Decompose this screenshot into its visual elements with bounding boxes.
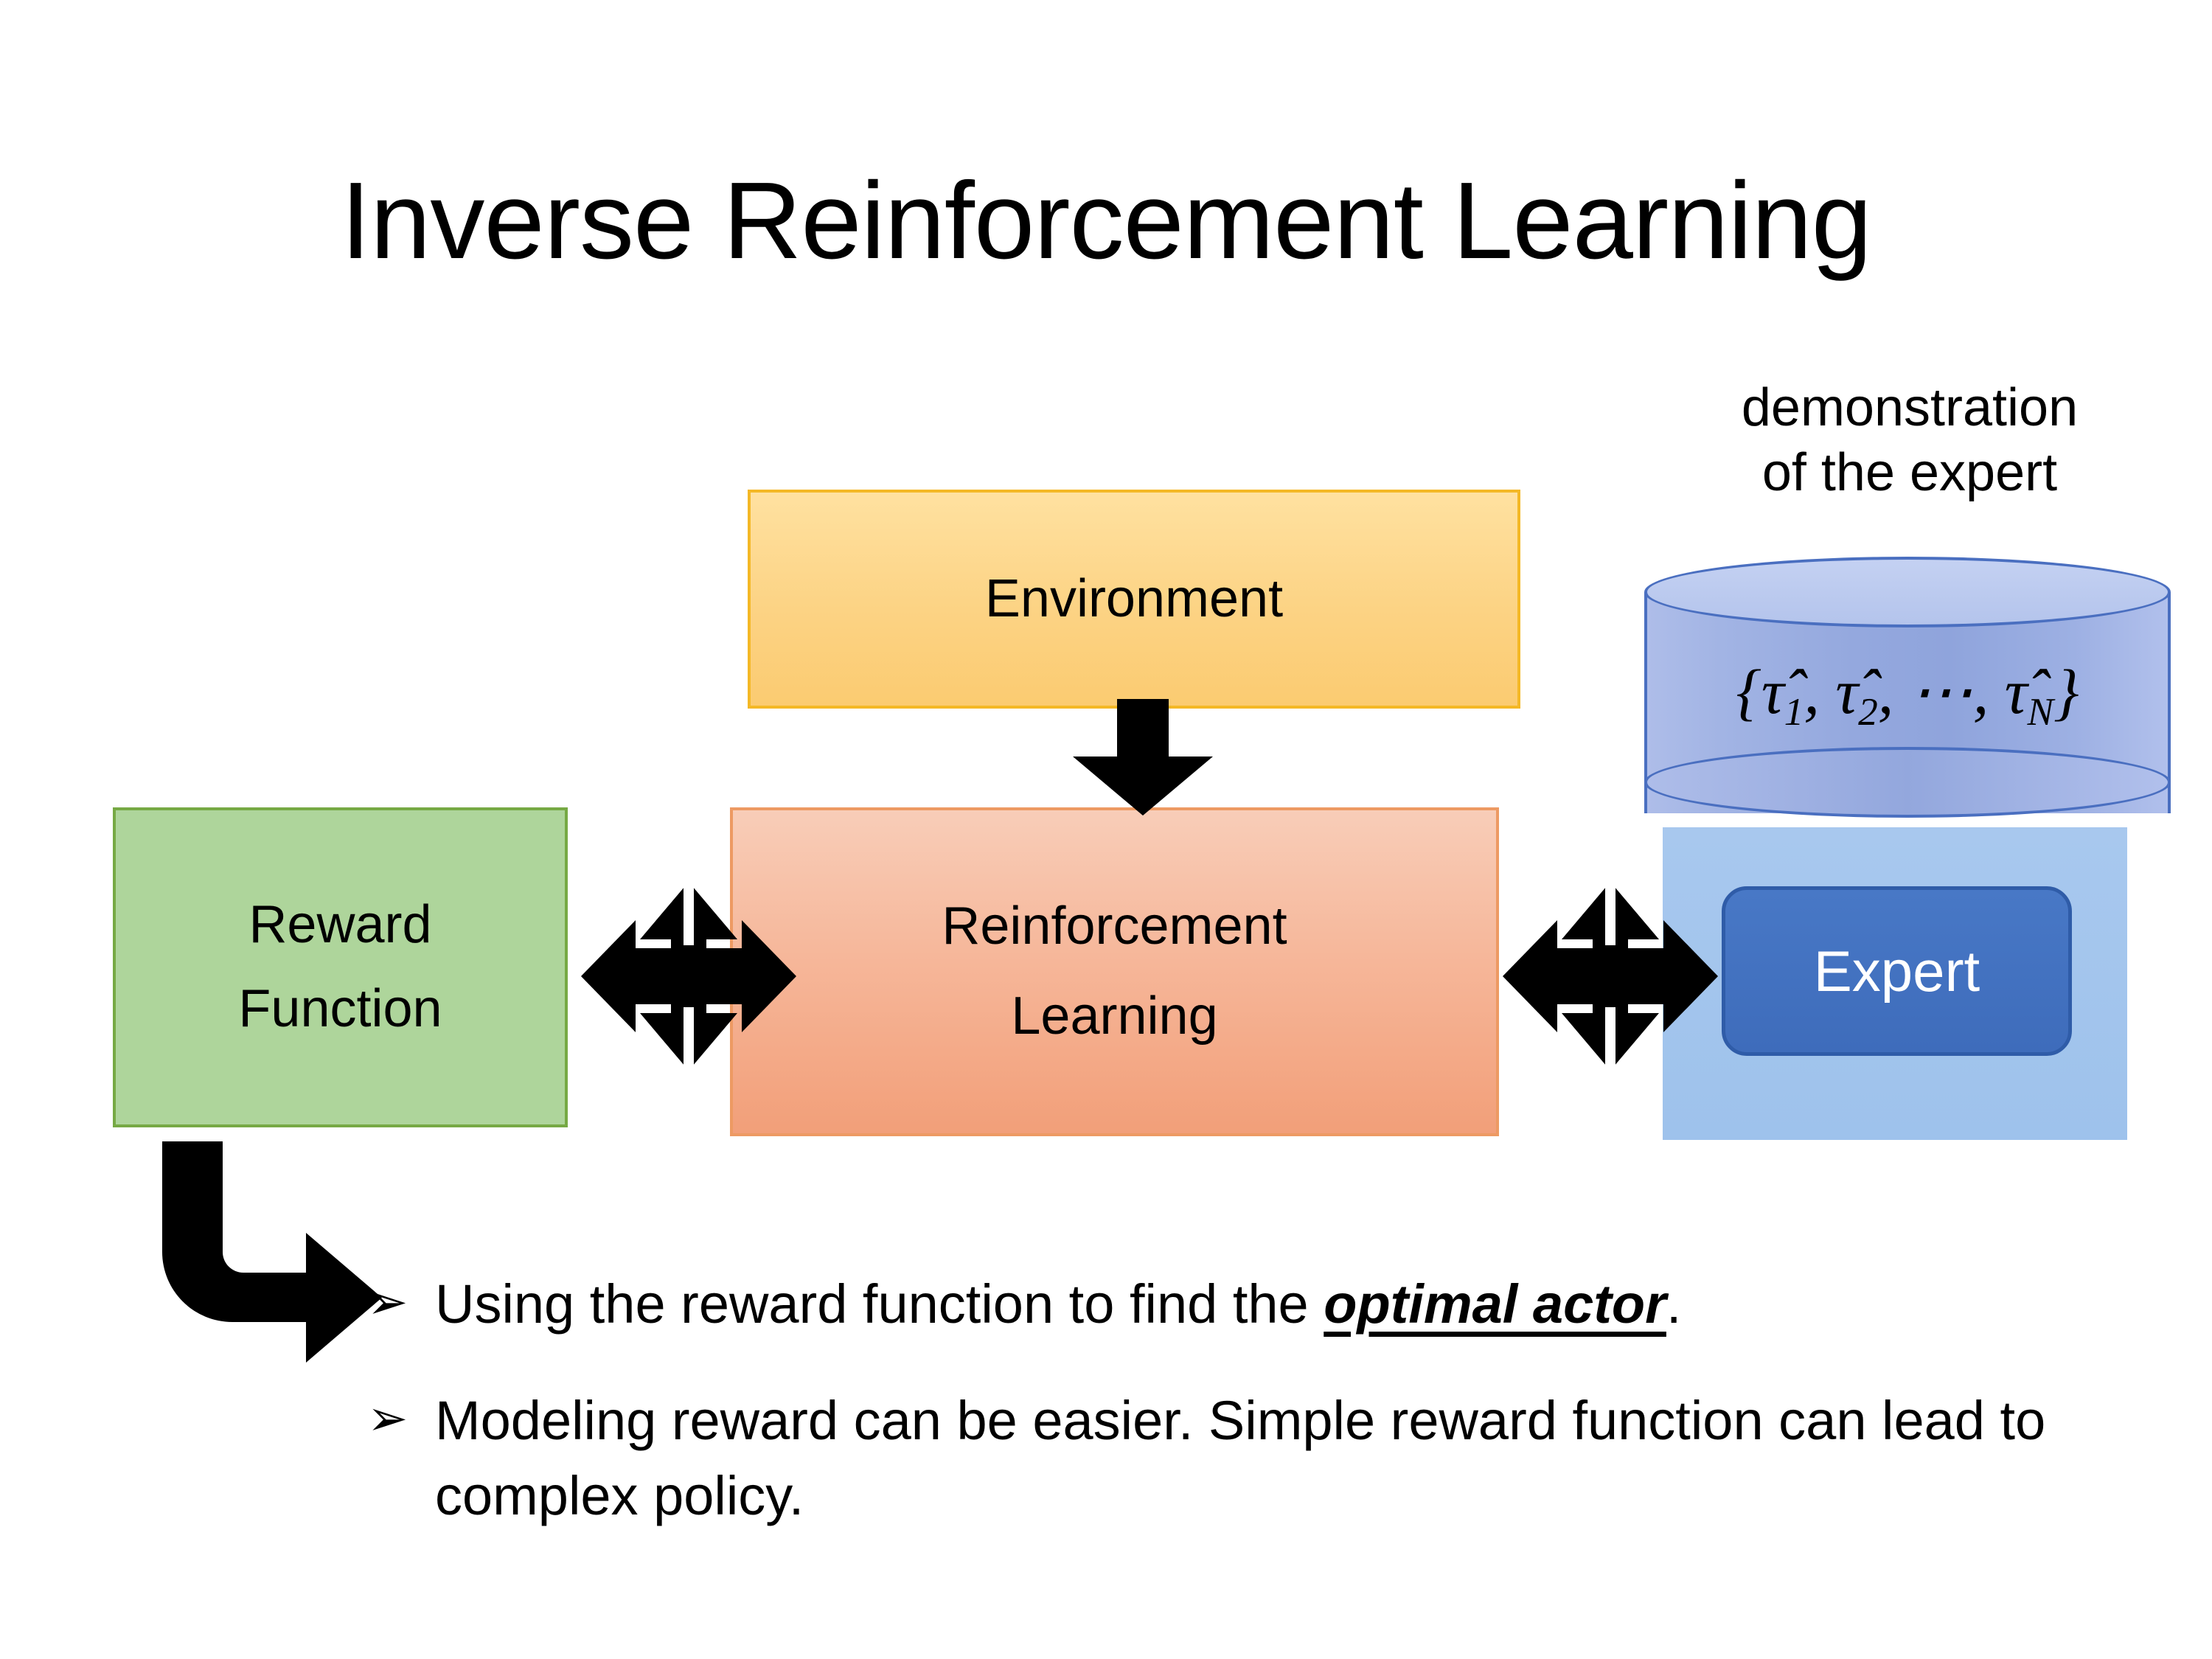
reward-function-box-line-1: Reward: [248, 895, 432, 955]
list-item: ➢ Modeling reward can be easier. Simple r…: [367, 1383, 2122, 1534]
bullet-1-emphasis: optimal actor: [1324, 1273, 1666, 1335]
demonstration-caption: demonstration of the expert: [1615, 376, 2205, 506]
bullet-2-text: Modeling reward can be easier. Simple re…: [435, 1390, 2046, 1527]
reward-function-box: Reward Function: [113, 807, 568, 1127]
environment-box-label: Environment: [984, 568, 1284, 628]
tau-subscript-2: 2: [1858, 689, 1878, 734]
bullet-1-text-after: .: [1666, 1273, 1682, 1335]
expert-box-label: Expert: [1813, 939, 1980, 1004]
demonstration-database-cylinder: {τ̂1, τ̂2, ⋯, τ̂N}: [1644, 557, 2171, 837]
tau-subscript-n: N: [2027, 689, 2054, 734]
trajectory-set-label: {τ̂1, τ̂2, ⋯, τ̂N}: [1644, 660, 2171, 731]
demonstration-caption-line-2: of the expert: [1761, 442, 2058, 502]
tau-subscript-1: 1: [1784, 689, 1804, 734]
page-title: Inverse Reinforcement Learning: [340, 160, 1872, 282]
demonstration-caption-line-1: demonstration: [1741, 378, 2079, 437]
cylinder-bottom-ellipse: [1644, 747, 2171, 818]
bullet-1-text-before: Using the reward function to find the: [435, 1273, 1324, 1335]
set-close-brace: }: [2053, 656, 2079, 727]
environment-box: Environment: [748, 490, 1520, 709]
tau-hat-1: τ̂: [1761, 656, 1784, 727]
arrow-down-icon: [1073, 699, 1213, 815]
expert-box: Expert: [1722, 886, 2072, 1056]
separator-2: , ⋯,: [1877, 656, 2005, 727]
set-open-brace: {: [1736, 656, 1761, 727]
reinforcement-learning-box-line-2: Learning: [1011, 987, 1218, 1046]
tau-hat-n: τ̂: [2004, 656, 2028, 727]
bullet-arrow-icon: ➢: [367, 1391, 408, 1446]
bent-arrow-icon: [162, 1141, 382, 1363]
arrow-left-right-up-down-icon: [1503, 882, 1718, 1071]
tau-hat-2: τ̂: [1835, 656, 1859, 727]
list-item: ➢ Using the reward function to find the o…: [367, 1267, 2122, 1342]
reinforcement-learning-box: Reinforcement Learning: [730, 807, 1499, 1136]
bullet-arrow-icon: ➢: [367, 1274, 408, 1329]
reinforcement-learning-box-line-1: Reinforcement: [942, 897, 1287, 956]
bullet-list: ➢ Using the reward function to find the o…: [367, 1267, 2122, 1534]
cylinder-top-ellipse: [1644, 557, 2171, 627]
reward-function-box-line-2: Function: [238, 979, 442, 1038]
separator-1: ,: [1804, 656, 1836, 727]
arrow-left-right-up-down-icon: [581, 882, 796, 1071]
